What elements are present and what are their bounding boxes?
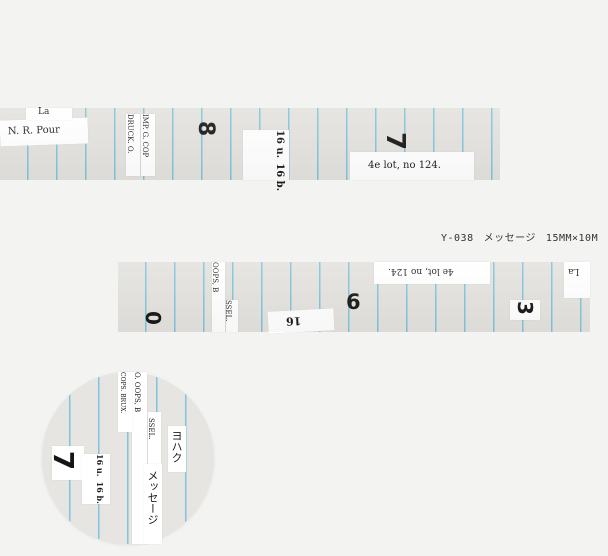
tape-strip-top: N. R. Pour La DRUCK. O. IMP. G. COP 8 16… — [0, 107, 500, 191]
product-name: メッセージ — [483, 233, 536, 244]
fragment-imp: IMP. G. COP — [141, 114, 155, 176]
fragment-16: 16 — [267, 308, 335, 334]
fragment-text: COPS. BRUX. — [119, 372, 126, 414]
fragment-la-upside-down: La — [564, 262, 590, 298]
fragment-16u-16b: 16 u. 16 b. — [82, 454, 110, 504]
fragment-ssel: SSEL. — [224, 300, 238, 332]
product-code: Y-038 — [441, 233, 474, 244]
fragment-16u-16b: 16 u. 16 b. — [243, 130, 289, 191]
product-caption: Y-038 メッセージ 15MM×10M — [441, 229, 608, 244]
fragment-text: N. R. Pour — [7, 124, 61, 138]
tape-strip-bottom: 0 OOPS, B SSEL. 16 6 4e lot, no 124. 3 L… — [118, 262, 590, 334]
fragment-text: 4e lot, no 124. — [388, 266, 454, 276]
fragment-digit-7: 7 — [47, 446, 84, 480]
fragment-message: メッセージ — [144, 464, 162, 544]
digit-3: 3 — [512, 301, 537, 315]
fragment-yohaku: ヨハク — [168, 426, 186, 472]
fragment-text: O. OOPS, B — [133, 372, 141, 413]
fragment-la: La — [26, 107, 72, 120]
fragment-text: La — [38, 107, 50, 117]
fragment-text: 4e lot, no 124. — [368, 160, 441, 171]
fragment-text: 16 b. — [95, 481, 105, 504]
fragment-digit-3: 3 — [510, 300, 540, 320]
fragment-text: 16 u. — [95, 454, 105, 477]
fragment-nr-pour: N. R. Pour — [0, 117, 89, 147]
fragment-oops: OOPS, B — [211, 262, 225, 332]
detail-circle: O. OOPS, B COPS. BRUX. SSEL. 7 16 u. 16 … — [42, 372, 214, 544]
fragment-text: OOPS, B — [211, 262, 219, 293]
digit-6: 6 — [346, 290, 361, 314]
fragment-cops: COPS. BRUX. — [118, 372, 132, 432]
fragment-lot: 4e lot, no 124. — [350, 152, 474, 180]
fragment-text: SSEL. — [224, 300, 232, 322]
digit-7: 7 — [47, 450, 81, 471]
fragment-text: メッセージ — [146, 470, 159, 525]
digit-0: 0 — [140, 311, 165, 325]
product-size: 15MM×10M — [545, 233, 599, 244]
fragment-text: SSEL. — [147, 418, 155, 440]
fragment-oops: O. OOPS, B — [132, 372, 147, 544]
fragment-text: IMP. G. COP — [141, 114, 149, 158]
fragment-text: 16 — [285, 313, 302, 328]
fragment-text: ヨハク — [170, 430, 183, 463]
fragment-text: DRUCK. O. — [126, 114, 134, 154]
digit-8: 8 — [193, 120, 219, 137]
fragment-text: 16 u. — [274, 130, 285, 159]
fragment-druck: DRUCK. O. — [126, 114, 140, 176]
digit-7: 7 — [380, 131, 411, 151]
fragment-text: La — [568, 266, 580, 276]
fragment-lot-upside-down: 4e lot, no 124. — [374, 262, 490, 284]
fragment-text: 16 b. — [274, 163, 285, 192]
